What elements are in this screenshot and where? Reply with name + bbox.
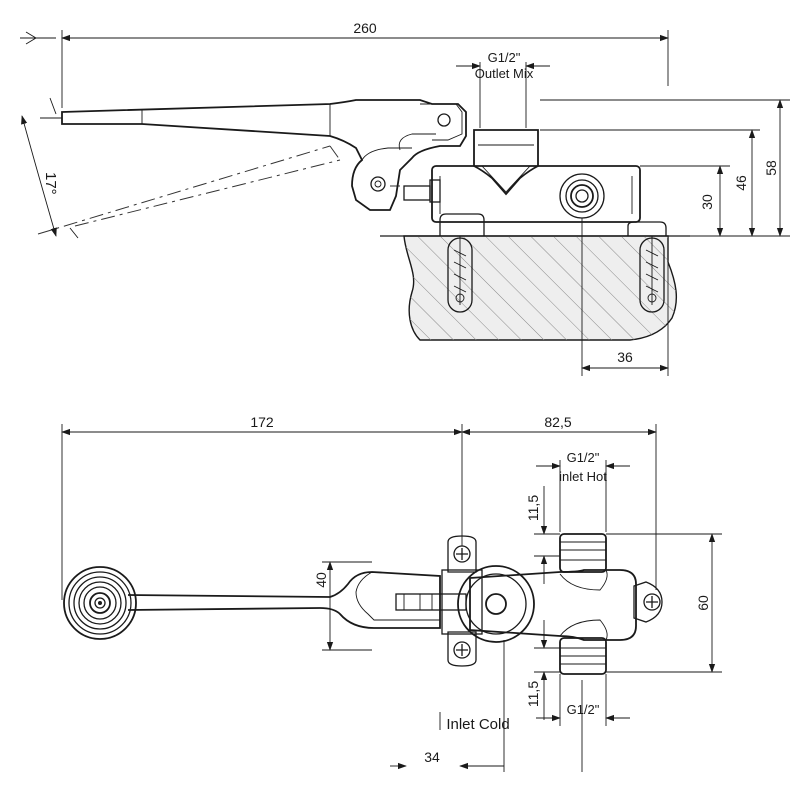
hot-inlet-label: G1/2" inlet Hot	[536, 450, 630, 532]
valve-body-top	[457, 533, 663, 675]
foot-lever-side	[61, 99, 467, 211]
cold-inlet-label: G1/2" Inlet Cold	[439, 674, 630, 733]
dim-inlet-span-value: 60	[695, 595, 711, 611]
screw-bottom	[453, 641, 471, 659]
dim-hot-offset: 11,5	[525, 486, 560, 584]
lever-rotated-phantom	[37, 145, 341, 239]
dim-hot-offset-value: 11,5	[525, 495, 541, 521]
dim-cold-inlet-offset: 34	[390, 640, 583, 772]
dim-body-length: 82,5	[461, 414, 657, 590]
dim-wall-offset: 36	[581, 218, 669, 376]
side-port	[559, 173, 605, 219]
top-view: 172 82,5 G1/2" inlet Hot 11,5	[61, 414, 722, 772]
dim-overall-length: 260	[20, 20, 669, 108]
outlet-label: G1/2" Outlet Mix	[456, 50, 550, 128]
foot-lever-top	[127, 571, 467, 629]
wall-anchor-right	[639, 236, 665, 313]
dim-total-height-value: 58	[763, 160, 779, 176]
outlet-name: Outlet Mix	[475, 66, 534, 81]
foot-pad	[63, 566, 137, 640]
dim-axis-height-value: 30	[699, 194, 715, 210]
dim-lever-length: 172	[61, 414, 463, 600]
hot-inlet-port	[559, 533, 607, 573]
cold-inlet-port	[559, 637, 607, 675]
hot-thread: G1/2"	[567, 450, 600, 465]
dim-lever-width-value: 40	[313, 572, 329, 588]
screw-top	[453, 545, 471, 563]
dim-inlet-span: 60	[606, 533, 722, 673]
dim-lever-length-value: 172	[250, 414, 274, 430]
angle-indicator: 17°	[21, 97, 62, 237]
dim-lever-width: 40	[313, 561, 372, 651]
dim-cold-offset-value: 11,5	[525, 681, 541, 707]
angle-label: 17°	[42, 172, 59, 195]
outlet-thread: G1/2"	[488, 50, 521, 65]
hot-name: inlet Hot	[559, 469, 607, 484]
dim-overall-length-value: 260	[353, 20, 377, 36]
dim-body-length-value: 82,5	[544, 414, 571, 430]
cold-thread: G1/2"	[567, 702, 600, 717]
dim-cold-offset: 11,5	[525, 620, 560, 720]
valve-body-side	[403, 129, 641, 223]
wall-section	[380, 235, 690, 341]
mounting-bracket	[439, 213, 667, 236]
side-view: 17° 260 G1/2" Outlet Mix 58	[20, 20, 790, 376]
screw-right	[633, 581, 663, 623]
dim-wall-offset-value: 36	[617, 349, 633, 365]
dim-heights: 58 46 30	[540, 99, 790, 237]
dim-cold-inlet-offset-value: 34	[424, 749, 440, 765]
wall-anchor-left	[447, 236, 473, 313]
cold-name: Inlet Cold	[446, 716, 509, 733]
mounting-plate	[441, 535, 483, 667]
dim-body-height-value: 46	[733, 175, 749, 191]
